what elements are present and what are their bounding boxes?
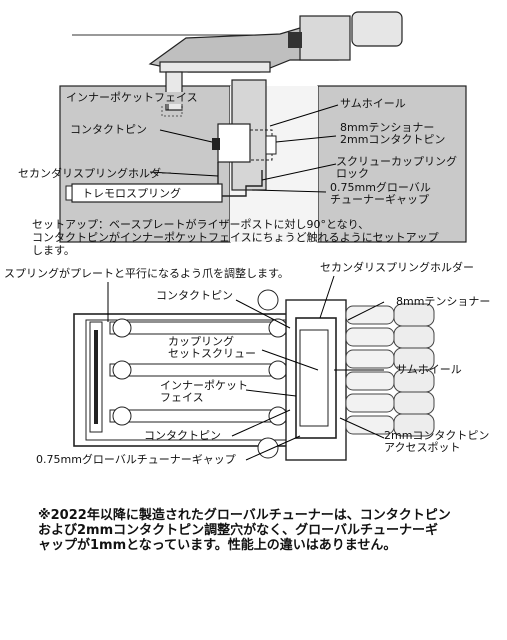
leader-tensioner	[275, 135, 337, 143]
contact-pin-block	[217, 123, 251, 163]
leader-spring-holder	[149, 171, 219, 177]
tremolo-spring-end	[65, 185, 73, 201]
contact-pin-head	[212, 138, 220, 150]
tensioner-shaft	[265, 135, 277, 155]
label-gap-2: チューナーギャップ	[330, 193, 429, 206]
label-screw-coupling-1: スクリューカップリング	[336, 155, 457, 168]
label-tremolo-spring: トレモロスプリング	[82, 187, 181, 200]
leader-b-access	[339, 417, 385, 439]
leader-b-spring-holder	[319, 275, 335, 319]
label-screw-coupling-2: ロック	[336, 167, 369, 180]
left-claw-inner	[94, 330, 98, 424]
leader-thumb-wheel	[269, 104, 339, 127]
mount-top	[257, 289, 279, 311]
leader-b-coupling	[261, 349, 319, 371]
mount-bottom	[257, 437, 279, 459]
label-secondary-spring-holder: セカンダリスプリングホルダー	[18, 167, 172, 180]
leader-b-contact-top	[235, 299, 291, 329]
label-b-gap: 0.75mmグローバルチューナーギャップ	[36, 453, 236, 466]
leader-gap	[251, 189, 327, 193]
plate-top	[159, 61, 271, 73]
label-contact-pin-2mm: 2mmコンタクトピン	[340, 133, 446, 146]
leader-b-gap	[245, 435, 301, 461]
leader-contact-pin	[159, 129, 213, 143]
label-tensioner-8mm: 8mmテンショナー	[340, 121, 435, 134]
spring-row-1	[109, 318, 288, 338]
right-wood-block	[317, 85, 467, 243]
left-wood-block	[59, 85, 231, 243]
label-b-thumb-wheel: サムホイール	[396, 363, 462, 376]
label-spring-adjust: スプリングがプレートと平行になるよう爪を調整します。	[4, 267, 289, 280]
label-b-contact-pin-bottom: コンタクトピン	[144, 429, 221, 442]
leader-screw-lock	[261, 163, 337, 181]
label-thumb-wheel: サムホイール	[340, 97, 406, 110]
label-inner-pocket-face: インナーポケットフェイス	[66, 91, 198, 104]
fine-tuner	[351, 11, 403, 47]
fine-tuner-knob	[288, 32, 302, 48]
fine-tuner-stack	[345, 303, 435, 437]
spring-row-3	[109, 406, 288, 426]
leader-b-tensioner	[347, 301, 385, 321]
label-contact-pin: コンタクトピン	[70, 123, 147, 136]
label-b-inner-pocket-face: インナーポケット フェイス	[160, 379, 248, 404]
saddle	[299, 15, 351, 61]
setup-caption: セットアップ：ベースプレートがライザーポストに対し90°となり、 コンタクトピン…	[32, 218, 439, 257]
label-gap-1: 0.75mmグローバル	[330, 181, 431, 194]
label-b-secondary-spring-holder: セカンダリスプリングホルダー	[320, 261, 474, 274]
label-b-contact-pin-top: コンタクトピン	[156, 289, 233, 302]
footnote: ※2022年以降に製造されたグローバルチューナーは、コンタクトピン および2mm…	[38, 508, 451, 553]
leader-b-inner-pocket	[245, 389, 297, 397]
label-b-coupling-set-screw: カップリング セットスクリュー	[168, 335, 256, 360]
label-b-access-port: 2mmコンタクトピン アクセスポット	[384, 429, 490, 454]
leader-b-contact-bottom	[231, 409, 291, 437]
spring-row-2	[109, 360, 288, 380]
label-b-tensioner: 8mmテンショナー	[396, 295, 491, 308]
coupling-block	[299, 329, 329, 427]
